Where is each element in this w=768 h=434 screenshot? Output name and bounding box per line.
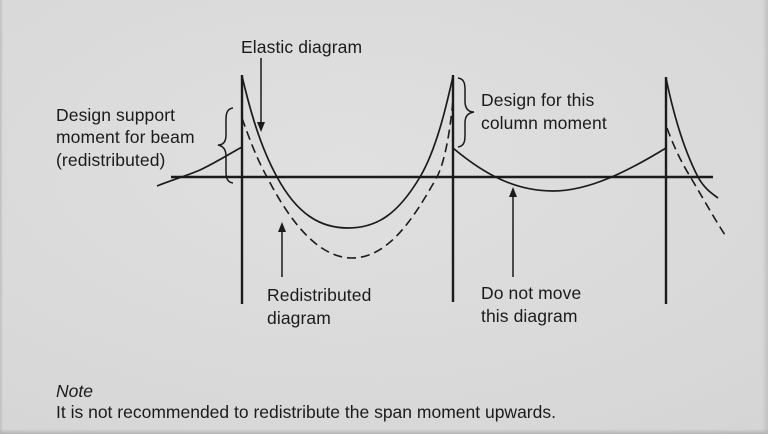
redistributed-arrow-head-icon xyxy=(278,222,286,232)
page-edge-bottom xyxy=(0,429,768,434)
elastic-curve-left-end xyxy=(156,146,243,187)
label-elastic-diagram: Elastic diagram xyxy=(241,37,363,57)
label-design-support-moment: Design support moment for beam (redistri… xyxy=(56,105,195,170)
label-design-column-moment: Design for this column moment xyxy=(481,90,607,133)
elastic-curve-span-1 xyxy=(241,75,454,229)
page-edge-left xyxy=(0,0,3,434)
page-edge-right xyxy=(762,0,768,434)
elastic-curve-right-end xyxy=(665,77,719,199)
note-text: It is not recommended to redistribute th… xyxy=(56,402,556,422)
do-not-move-arrow-head-icon xyxy=(509,187,517,197)
support-moment-brace xyxy=(217,107,234,184)
note-label: Note xyxy=(56,381,93,401)
elastic-curve-span-2 xyxy=(452,147,667,192)
redistributed-curve-right-end xyxy=(666,127,726,236)
redistributed-curve-span-1 xyxy=(241,99,454,259)
label-do-not-move: Do not move this diagram xyxy=(481,283,582,326)
column-moment-brace xyxy=(457,77,475,148)
label-redistributed-diagram: Redistributed diagram xyxy=(267,285,372,328)
elastic-arrow-head-icon xyxy=(257,122,265,132)
